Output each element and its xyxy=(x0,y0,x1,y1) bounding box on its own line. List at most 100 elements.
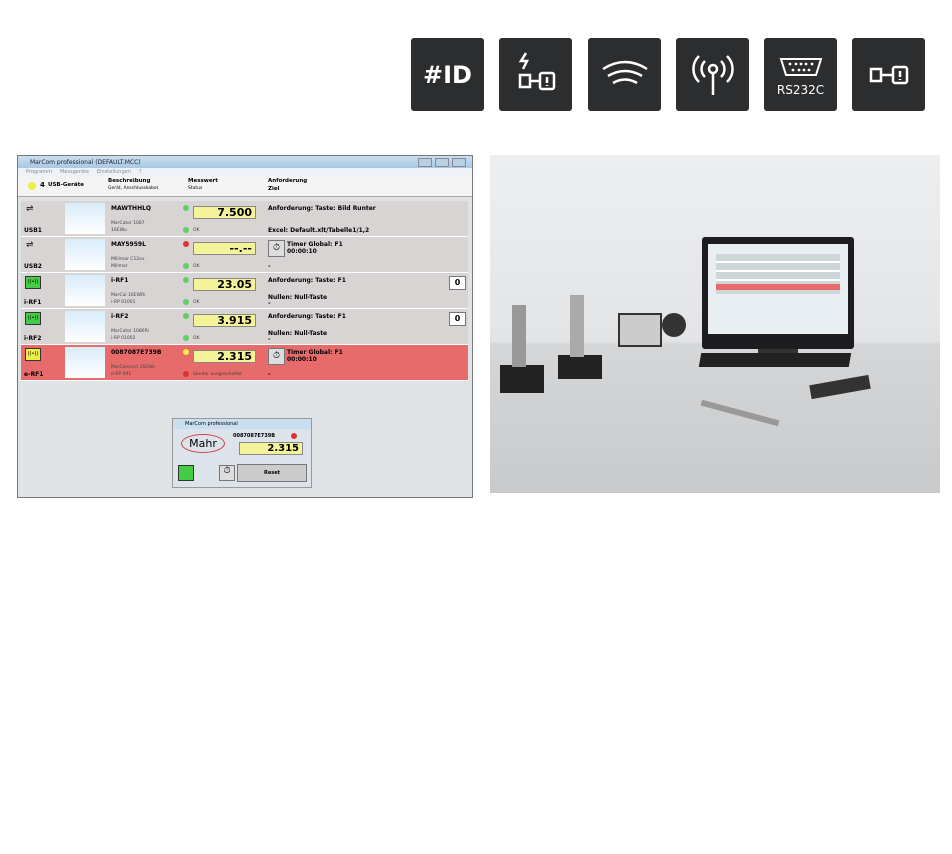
device-sub: i-RP 01001 xyxy=(111,300,136,305)
status-dot xyxy=(183,241,189,247)
menu-einstellungen[interactable]: Einstellungen xyxy=(96,169,131,175)
devices-label: USB-Geräte xyxy=(48,182,84,188)
target: - xyxy=(268,263,271,270)
device-image xyxy=(65,203,105,234)
table-row[interactable]: ((•)) e-RF1 0087087E739B MarConnect 16EW… xyxy=(21,345,468,381)
status-text: OK xyxy=(193,336,200,341)
table-row[interactable]: ((•)) i-RF1 i-RF1 MarCal 16EWRi i-RP 010… xyxy=(21,273,468,309)
status-text: OK xyxy=(193,228,200,233)
zero-button[interactable]: 0 xyxy=(449,312,466,326)
request-time: 00:00:10 xyxy=(287,248,317,255)
keyboard xyxy=(698,353,852,367)
measured-value: 2.315 xyxy=(193,350,256,363)
menu-bar: Programm Messgeräte Einstellungen? xyxy=(18,168,472,176)
target: Nullen: Null-Taste xyxy=(268,294,328,301)
col-messwert: Messwert xyxy=(188,178,218,184)
device-id: i-RF1 xyxy=(111,277,129,284)
menu-help[interactable]: ? xyxy=(138,169,142,175)
device-image xyxy=(65,347,105,378)
display-unit xyxy=(618,313,662,347)
window-title: MarCom professional (DEFAULT.MCC) xyxy=(18,156,472,168)
port-label: USB1 xyxy=(24,227,42,234)
mini-timer-button[interactable]: ⏱ xyxy=(219,465,235,481)
target: Nullen: Null-Taste xyxy=(268,330,328,337)
mini-radio-icon[interactable] xyxy=(178,465,194,481)
maximize-button[interactable] xyxy=(435,158,449,167)
menu-messgeraete[interactable]: Messgeräte xyxy=(59,169,89,175)
usb-powered-icon xyxy=(499,38,572,111)
marcom-screenshot: MarCom professional (DEFAULT.MCC) Progra… xyxy=(17,155,473,498)
status-dot xyxy=(183,371,189,377)
status-dot xyxy=(183,349,189,355)
device-id: 0087087E739B xyxy=(111,349,162,356)
status-text: OK xyxy=(193,264,200,269)
radio-icon: ((•)) xyxy=(25,348,41,361)
device-sub: e-RP 001 xyxy=(111,372,132,377)
timer-button[interactable]: ⏱ xyxy=(268,240,285,257)
stand-2 xyxy=(558,355,602,379)
mini-status-dot xyxy=(291,433,297,439)
table-row[interactable]: ⇌ USB2 MAY5959L Millimar C12xx Millmar -… xyxy=(21,237,468,273)
port-label: e-RF1 xyxy=(24,371,44,378)
col-messwert-sub: Status xyxy=(188,186,203,191)
status-dot xyxy=(183,299,189,305)
usb-icon: ⇌ xyxy=(26,240,34,250)
measured-value: 7.500 xyxy=(193,206,256,219)
device-id: MAWTHHLQ xyxy=(111,205,152,212)
stand-1 xyxy=(500,365,544,393)
col-ziel: Ziel xyxy=(268,186,280,192)
device-count: 4 xyxy=(40,181,45,189)
target-extra: - xyxy=(268,300,271,307)
mini-device-id: 0087087E739B xyxy=(233,433,276,439)
status-text: OK xyxy=(193,300,200,305)
request: Anforderung: Taste: Bild Runter xyxy=(268,205,376,212)
close-button[interactable] xyxy=(452,158,466,167)
device-sub: 16EWu xyxy=(111,228,127,233)
status-dot xyxy=(183,227,189,233)
radio-icon: ((•)) xyxy=(25,312,41,325)
device-image xyxy=(65,239,105,270)
measured-value: --.-- xyxy=(193,242,256,255)
timer-button[interactable]: ⏱ xyxy=(268,348,285,365)
status-dot xyxy=(183,313,189,319)
status-dot xyxy=(183,335,189,341)
device-image xyxy=(65,275,105,306)
table-row[interactable]: ((•)) i-RF2 i-RF2 MarCator 1086Ri i-RP 0… xyxy=(21,309,468,345)
request: Anforderung: Taste: F1 xyxy=(268,277,346,284)
device-id: MAY5959L xyxy=(111,241,146,248)
dial-gauge xyxy=(662,313,686,337)
measured-value: 3.915 xyxy=(193,314,256,327)
request: Timer Global: F1 xyxy=(287,241,343,248)
col-anforderung: Anforderung xyxy=(268,178,308,184)
port-label: USB2 xyxy=(24,263,42,270)
rs232c-icon: RS232C xyxy=(764,38,837,111)
zero-button[interactable]: 0 xyxy=(449,276,466,290)
device-sub: i-RP 01002 xyxy=(111,336,136,341)
wireless-icon xyxy=(588,38,661,111)
usb-icon: ⇌ xyxy=(26,204,34,214)
measurement-setup-photo xyxy=(490,155,940,493)
bore-gauge xyxy=(809,374,871,400)
reset-button[interactable]: Reset xyxy=(237,464,307,482)
table-row[interactable]: ⇌ USB1 MAWTHHLQ MarCator 1087 16EWu 7.50… xyxy=(21,201,468,237)
monitor xyxy=(702,237,854,349)
device-sub: Millmar xyxy=(111,264,128,269)
col-beschreibung-sub: Gerät, Anschlusskabel xyxy=(108,186,159,191)
minimize-button[interactable] xyxy=(418,158,432,167)
device-name: MarCator 1087 xyxy=(111,221,145,226)
target: - xyxy=(268,371,271,378)
caliper xyxy=(700,399,780,427)
request: Timer Global: F1 xyxy=(287,349,343,356)
status-dot xyxy=(183,277,189,283)
menu-programm[interactable]: Programm xyxy=(26,169,52,175)
port-label: i-RF1 xyxy=(24,299,42,306)
request-time: 00:00:10 xyxy=(287,356,317,363)
mahr-logo: Mahr xyxy=(181,434,225,453)
device-name: MarCator 1086Ri xyxy=(111,329,150,334)
radio-antenna-icon xyxy=(676,38,749,111)
status-text: Sender ausgeschaltet xyxy=(193,372,242,377)
id-icon: #ID xyxy=(411,38,484,111)
radio-icon: ((•)) xyxy=(25,276,41,289)
mini-title: MarCom professional xyxy=(173,419,311,429)
device-name: MarCal 16EWRi xyxy=(111,293,146,298)
